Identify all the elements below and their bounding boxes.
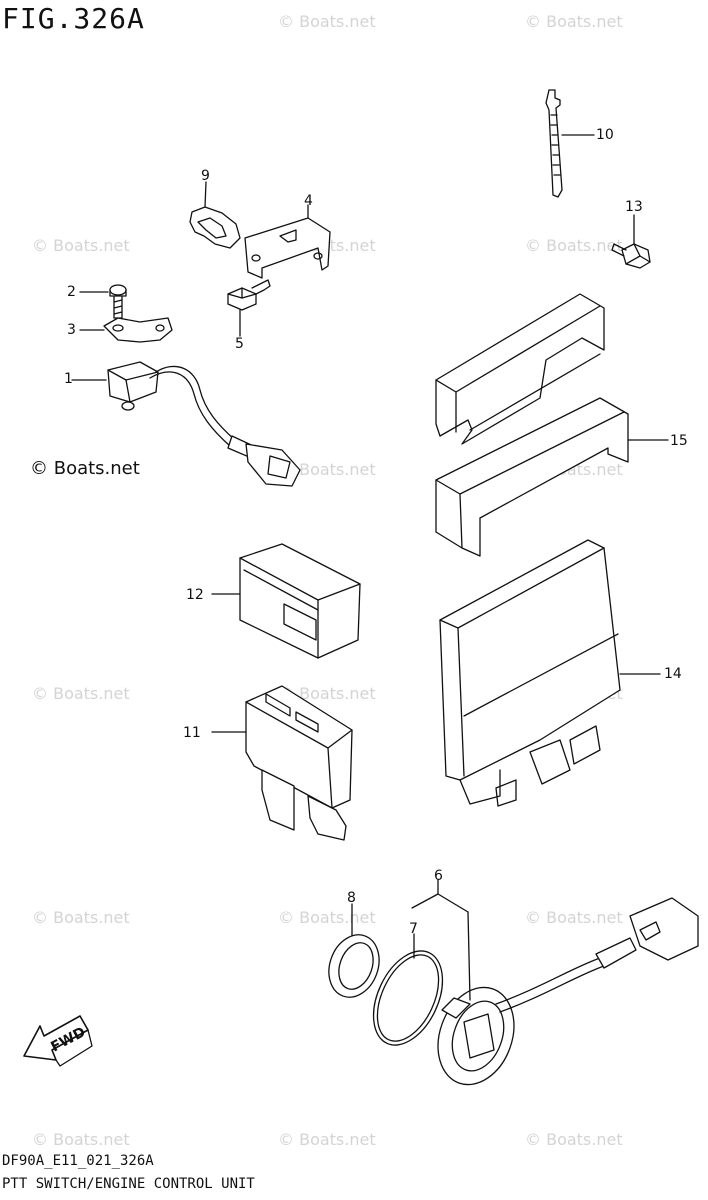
part-15-cover[interactable] xyxy=(435,293,669,557)
callout-9[interactable]: 9 xyxy=(201,168,210,184)
part-1-sensor[interactable] xyxy=(71,361,301,487)
watermark: © Boats.net xyxy=(32,236,130,255)
watermark: © Boats.net xyxy=(278,1130,376,1149)
part-4-bracket[interactable] xyxy=(244,204,331,279)
callout-15[interactable]: 15 xyxy=(670,433,688,449)
callout-10[interactable]: 10 xyxy=(596,127,614,143)
diagram-code: DF90A_E11_021_326A xyxy=(2,1153,154,1169)
callout-4[interactable]: 4 xyxy=(304,193,313,209)
callout-14[interactable]: 14 xyxy=(664,666,682,682)
watermark: © Boats.net xyxy=(278,12,376,31)
watermark: © Boats.net xyxy=(278,908,376,927)
callout-13[interactable]: 13 xyxy=(625,199,643,215)
callout-7[interactable]: 7 xyxy=(409,921,418,937)
callout-5[interactable]: 5 xyxy=(235,336,244,352)
part-5-bolt[interactable] xyxy=(227,279,271,337)
callout-3[interactable]: 3 xyxy=(67,322,76,338)
part-8-grommet[interactable] xyxy=(321,903,388,1004)
part-10-cable-tie[interactable] xyxy=(545,89,595,198)
watermark: © Boats.net xyxy=(525,12,623,31)
callout-2[interactable]: 2 xyxy=(67,284,76,300)
callout-1[interactable]: 1 xyxy=(64,371,73,387)
callout-12[interactable]: 12 xyxy=(186,587,204,603)
part-13-bolt[interactable] xyxy=(611,214,651,269)
copyright-notice: © Boats.net xyxy=(30,458,140,479)
part-11-unit[interactable] xyxy=(211,685,353,841)
part-12-module[interactable] xyxy=(211,543,361,659)
part-7-o-ring[interactable] xyxy=(360,933,457,1056)
part-2-screw[interactable] xyxy=(79,284,127,319)
part-14-ecu[interactable] xyxy=(439,539,661,807)
callout-11[interactable]: 11 xyxy=(183,725,201,741)
figure-title: FIG.326A xyxy=(2,2,145,35)
part-6-switch[interactable] xyxy=(411,879,699,1095)
watermark: © Boats.net xyxy=(525,1130,623,1149)
callout-8[interactable]: 8 xyxy=(347,890,356,906)
callout-6[interactable]: 6 xyxy=(434,868,443,884)
watermark: © Boats.net xyxy=(32,684,130,703)
part-3-plate[interactable] xyxy=(79,317,173,343)
watermark: © Boats.net xyxy=(32,1130,130,1149)
part-9-clamp[interactable] xyxy=(189,181,241,249)
watermark: © Boats.net xyxy=(525,908,623,927)
fwd-arrow-icon: FWD xyxy=(23,1015,93,1067)
diagram-description: PTT SWITCH/ENGINE CONTROL UNIT xyxy=(2,1176,255,1192)
watermark: © Boats.net xyxy=(525,236,623,255)
watermark: © Boats.net xyxy=(32,908,130,927)
watermark: © Boats.net xyxy=(278,460,376,479)
